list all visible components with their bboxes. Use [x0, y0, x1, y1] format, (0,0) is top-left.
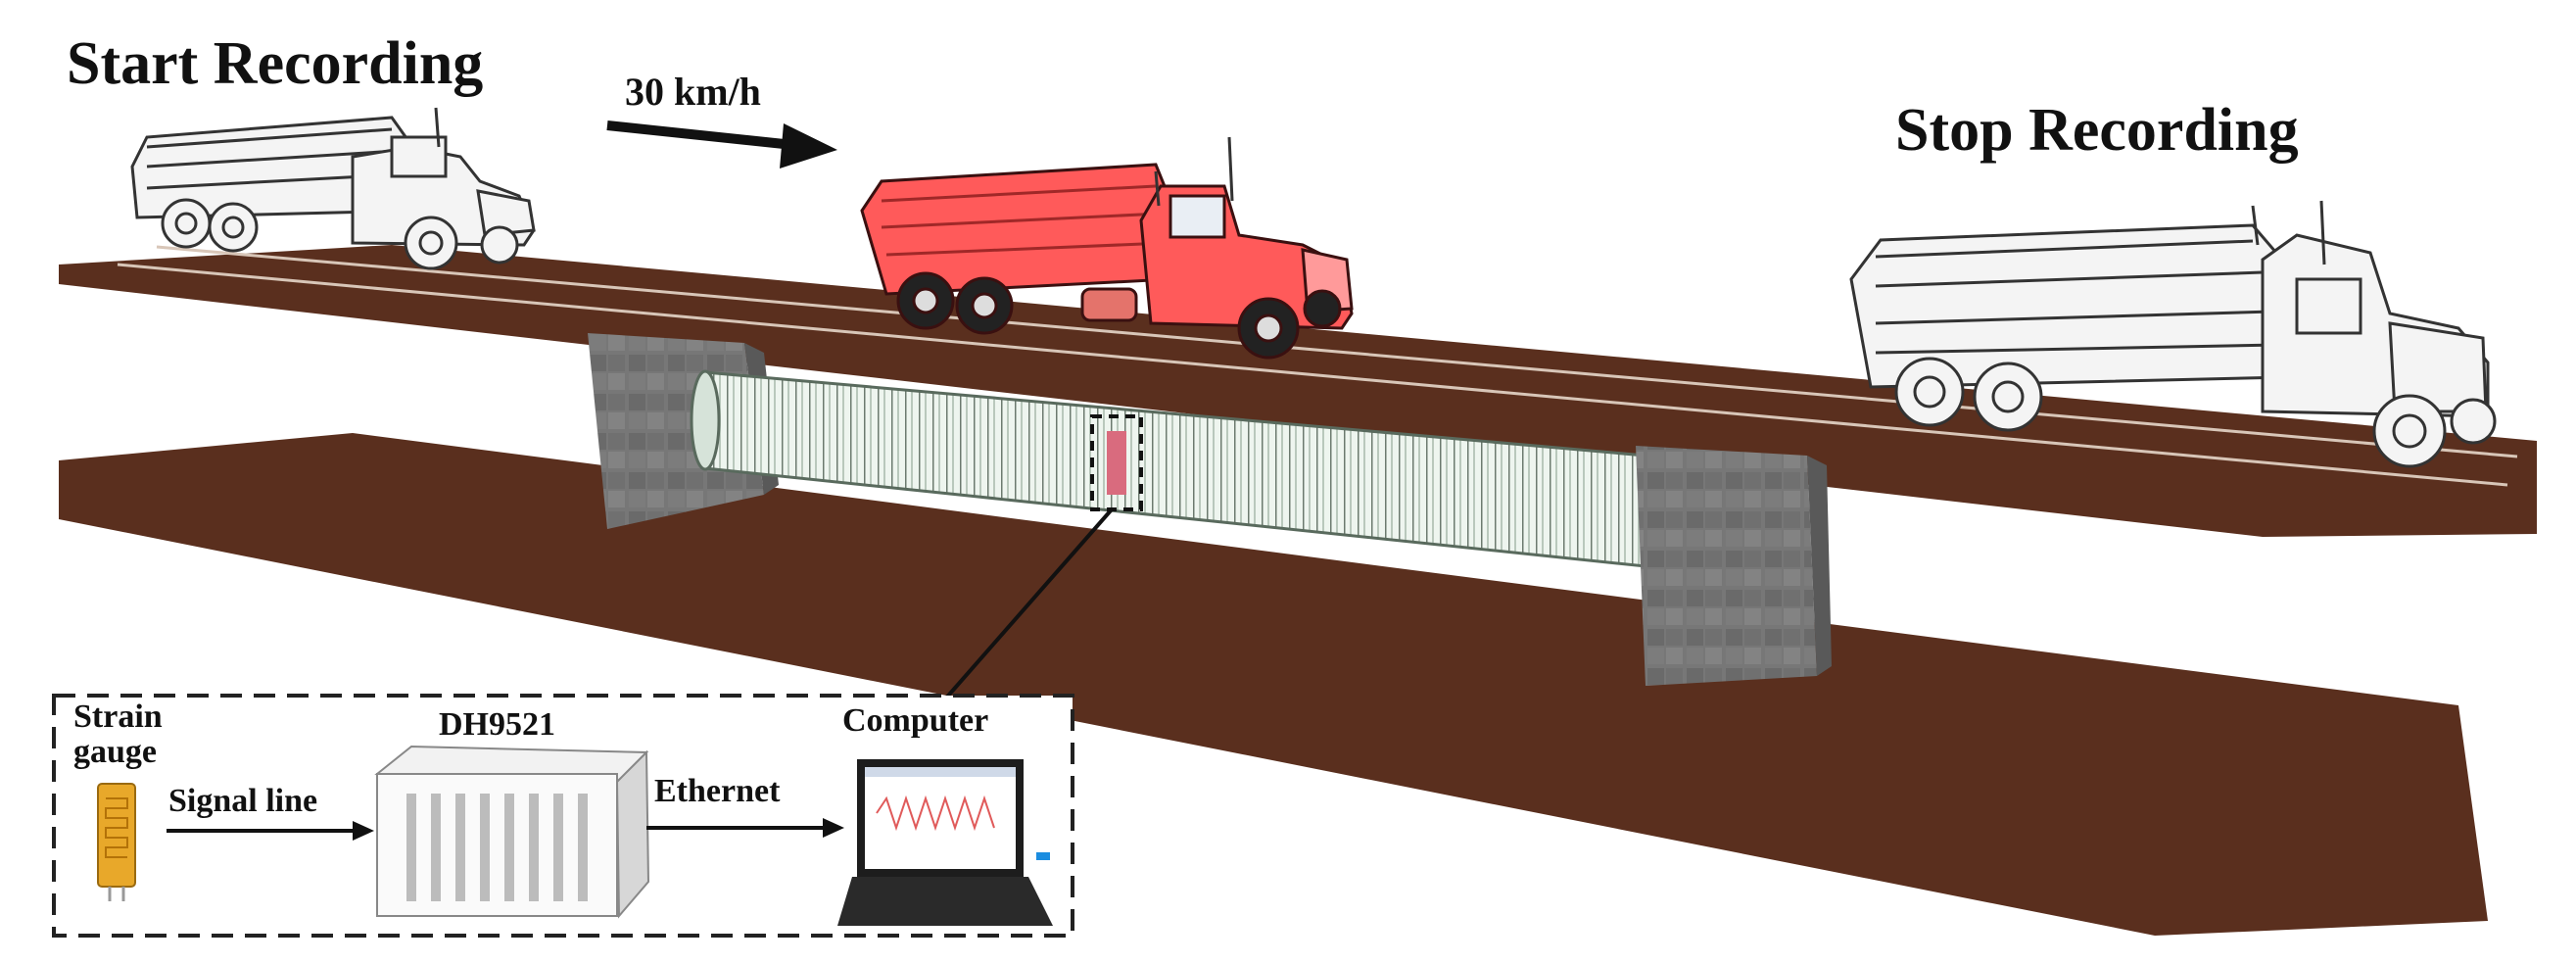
signal-line-label: Signal line — [168, 783, 318, 819]
right-pier — [1636, 446, 1832, 686]
truck-moving — [860, 136, 1354, 360]
dh9521-label: DH9521 — [439, 706, 555, 743]
corrugated-pipe — [690, 369, 1647, 568]
ethernet-arrow — [646, 818, 844, 838]
lower-ground — [59, 433, 2488, 936]
ethernet-label: Ethernet — [654, 773, 781, 809]
stop-recording-label: Stop Recording — [1895, 97, 2299, 164]
truck-stop-position — [1849, 200, 2497, 468]
signal-line-arrow — [167, 821, 374, 841]
strain-gauge-label-line1: Strain — [73, 699, 163, 735]
computer-label: Computer — [842, 702, 989, 739]
gauge-location-marker — [933, 414, 1143, 712]
strain-gauge-icon — [97, 783, 136, 901]
speed-label: 30 km/h — [625, 70, 761, 114]
deck-lane-lines — [117, 245, 2518, 487]
computer-icon — [837, 759, 1053, 926]
start-recording-label: Start Recording — [67, 30, 484, 97]
direction-arrow — [606, 120, 837, 169]
upper-deck — [59, 245, 2537, 537]
truck-start-position — [130, 107, 536, 270]
strain-gauge-label-line2: gauge — [73, 734, 157, 770]
dh9521-device-icon — [374, 745, 650, 919]
